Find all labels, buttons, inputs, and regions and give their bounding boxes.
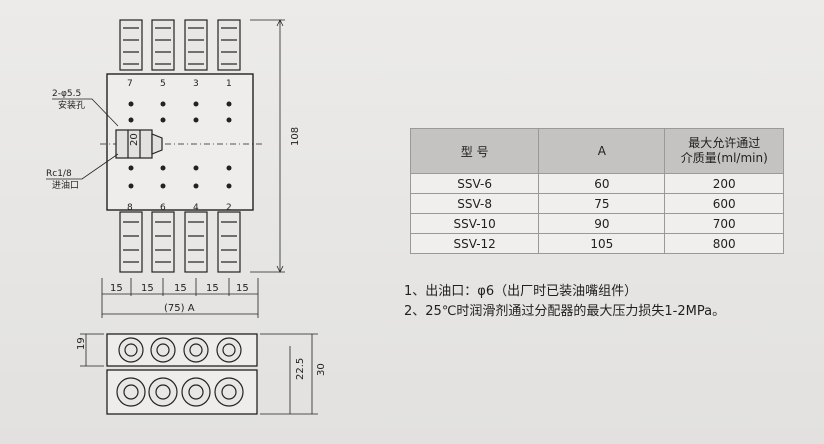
dim-15: 15 bbox=[110, 283, 123, 294]
header-flow: 最大允许通过 介质量(ml/min) bbox=[664, 128, 784, 174]
dim-108-line bbox=[250, 19, 285, 273]
bottom-view-lower-circles bbox=[116, 377, 244, 407]
cell-flow: 600 bbox=[664, 193, 784, 214]
cell-model: SSV-12 bbox=[409, 233, 540, 254]
header-model: 型 号 bbox=[409, 128, 540, 174]
dim-30: 30 bbox=[316, 363, 327, 376]
port-number: 4 bbox=[193, 203, 199, 213]
table-row: SSV-8 75 600 bbox=[409, 193, 784, 214]
dim-22-5: 22.5 bbox=[295, 358, 306, 380]
bottom-fitting bbox=[184, 211, 208, 273]
table-row: SSV-12 105 800 bbox=[409, 233, 784, 254]
top-fitting bbox=[119, 19, 143, 71]
header-flow-line1: 最大允许通过 bbox=[688, 136, 761, 150]
port-number: 2 bbox=[226, 203, 232, 213]
mount-hole-sub: 安装孔 bbox=[58, 99, 85, 111]
technical-drawing: 7 5 3 1 8 6 4 2 20 bbox=[0, 0, 400, 444]
cell-a: 90 bbox=[538, 213, 666, 234]
top-port-numbers: 7 5 3 1 bbox=[127, 79, 232, 89]
dim-15-lines bbox=[101, 278, 259, 318]
top-fitting bbox=[151, 19, 175, 71]
drawing-svg: 7 5 3 1 8 6 4 2 20 bbox=[46, 19, 327, 415]
dim-75A: (75) A bbox=[164, 303, 195, 314]
table-row: SSV-10 90 700 bbox=[409, 213, 784, 234]
dim-15: 15 bbox=[206, 283, 219, 294]
table-header-row: 型 号 A 最大允许通过 介质量(ml/min) bbox=[409, 128, 784, 174]
notes: 1、出油口：φ6（出厂时已装油嘴组件） 2、25℃时润滑剂通过分配器的最大压力损… bbox=[404, 282, 725, 322]
header-flow-line2: 介质量(ml/min) bbox=[680, 151, 768, 165]
cell-a: 60 bbox=[538, 173, 666, 194]
dim-15: 15 bbox=[141, 283, 154, 294]
port-number: 5 bbox=[160, 79, 166, 89]
cell-model: SSV-6 bbox=[409, 173, 540, 194]
bottom-fitting bbox=[119, 211, 143, 273]
port-number: 1 bbox=[226, 79, 232, 89]
cell-a: 75 bbox=[538, 193, 666, 214]
note-2: 2、25℃时润滑剂通过分配器的最大压力损失1-2MPa。 bbox=[404, 304, 726, 319]
table-row: SSV-6 60 200 bbox=[409, 173, 784, 194]
port-number: 8 bbox=[127, 203, 133, 213]
cell-flow: 700 bbox=[664, 213, 784, 234]
inlet-sub: 进油口 bbox=[52, 179, 79, 191]
bottom-fittings bbox=[119, 211, 241, 273]
top-fitting bbox=[217, 19, 241, 71]
dim-15: 15 bbox=[236, 283, 249, 294]
port-holes bbox=[128, 101, 232, 189]
bottom-port-numbers: 8 6 4 2 bbox=[127, 203, 232, 213]
cell-flow: 200 bbox=[664, 173, 784, 194]
top-fitting bbox=[184, 19, 208, 71]
mount-hole-label: 2-φ5.5 bbox=[52, 89, 81, 99]
inlet-leader bbox=[46, 153, 119, 180]
bottom-fitting bbox=[217, 211, 241, 273]
dim-19: 19 bbox=[76, 337, 87, 350]
cell-model: SSV-10 bbox=[409, 213, 540, 234]
mount-hole-leader bbox=[52, 98, 119, 127]
bottom-fitting bbox=[151, 211, 175, 273]
cell-a: 105 bbox=[538, 233, 666, 254]
dim-20: 20 bbox=[129, 133, 140, 146]
bottom-view-upper-circles bbox=[118, 337, 242, 363]
port-number: 3 bbox=[193, 79, 199, 89]
cell-flow: 800 bbox=[664, 233, 784, 254]
inlet-label: Rc1/8 bbox=[46, 169, 72, 179]
inlet-nipple bbox=[115, 129, 163, 159]
cell-model: SSV-8 bbox=[409, 193, 540, 214]
dim-15: 15 bbox=[174, 283, 187, 294]
header-a: A bbox=[538, 128, 666, 174]
note-1: 1、出油口：φ6（出厂时已装油嘴组件） bbox=[404, 284, 638, 299]
top-fittings bbox=[119, 19, 241, 71]
bottom-view-dims bbox=[80, 333, 318, 415]
port-number: 7 bbox=[127, 79, 133, 89]
port-number: 6 bbox=[160, 203, 166, 213]
dim-108: 108 bbox=[290, 127, 301, 146]
spec-table: 型 号 A 最大允许通过 介质量(ml/min) SSV-6 60 200 SS… bbox=[409, 128, 784, 254]
